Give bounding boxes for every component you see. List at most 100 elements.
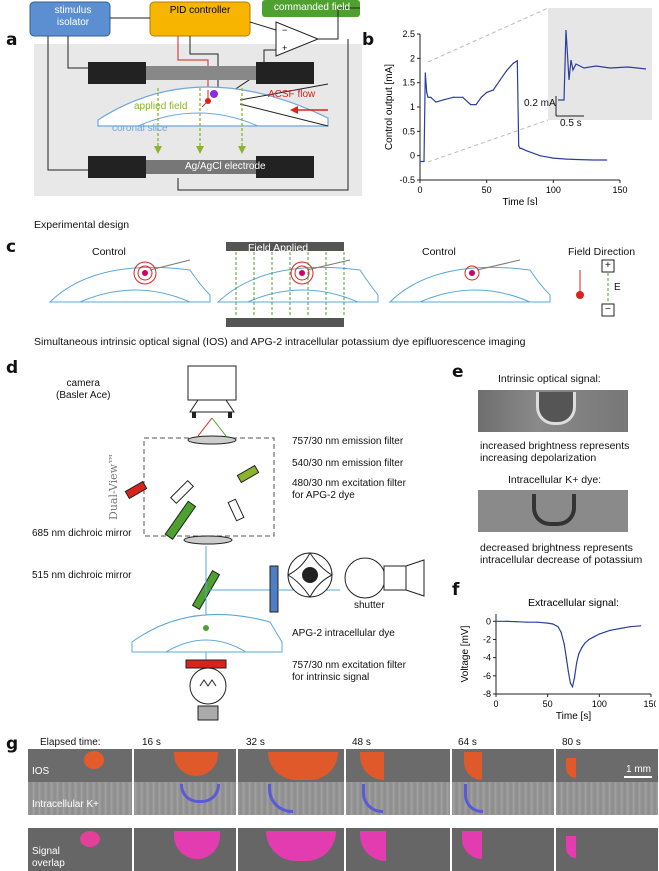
data-point: [519, 147, 521, 149]
data-point: [419, 160, 421, 163]
camera-icon: [187, 365, 237, 401]
panel-label-g: g: [6, 734, 19, 754]
slice-control-2: [388, 259, 551, 303]
data-point: [560, 631, 562, 633]
panel-label-d: d: [6, 358, 19, 378]
data-point: [516, 621, 518, 623]
panel-label-c: c: [6, 237, 17, 257]
x-tick-label: 150: [643, 699, 656, 709]
data-point: [567, 670, 569, 672]
y-tick-label: 0: [410, 151, 415, 161]
commanded-field-label: commanded field: [273, 2, 351, 13]
overlap-blob-0: [80, 831, 100, 847]
data-point: [526, 150, 528, 152]
time-label-48: 48 s: [352, 737, 371, 748]
experimental-design-diagram: [48, 242, 615, 327]
x-tick-label: 100: [592, 699, 607, 709]
y-axis-label: Voltage [mV]: [460, 625, 471, 682]
electrode-label: Ag/AgCl electrode: [185, 161, 266, 172]
time-label-16: 16 s: [142, 737, 161, 748]
data-point: [571, 686, 574, 688]
pid-controller-box: [149, 1, 251, 37]
inset-connector: [427, 7, 549, 63]
data-point: [640, 625, 642, 627]
y-tick-label: -4: [483, 653, 491, 663]
data-point: [539, 155, 541, 157]
apg2-label: APG-2 intracellular dye: [292, 628, 395, 639]
k-title: Intracellular K+ dye:: [508, 474, 602, 486]
stimulus-isolator-box: [29, 1, 111, 37]
ex480-label: 480/30 nm excitation filter for APG-2 dy…: [292, 478, 406, 501]
inset-connector: [427, 119, 549, 163]
scale-bar: [624, 776, 652, 778]
data-point: [563, 643, 565, 645]
x-tick-label: 150: [612, 185, 627, 195]
data-point: [588, 638, 590, 641]
data-point: [579, 158, 581, 161]
acsf-flow-label: ACSF flow: [268, 89, 316, 100]
applied-field-label: applied field: [134, 101, 188, 112]
y-tick-label: -2: [483, 634, 491, 644]
data-point: [606, 159, 608, 161]
data-point: [427, 96, 429, 98]
ios-blob-64: [464, 752, 482, 780]
lamp-icon: [344, 557, 386, 599]
ios-title: Intrinsic optical signal:: [498, 373, 601, 385]
field-direction-icon: [576, 259, 615, 317]
dichroic685-label: 685 nm dichroic mirror: [32, 528, 132, 539]
panel-label-a: a: [6, 30, 18, 50]
time-label-80: 80 s: [562, 737, 581, 748]
panel-label-b: b: [362, 30, 375, 50]
em757-label: 757/30 nm emission filter: [292, 436, 404, 447]
panel-d-optics-diagram: [124, 365, 425, 669]
x-tick-label: 50: [482, 185, 492, 195]
data-point: [573, 677, 576, 679]
y-tick-label: 1: [410, 102, 415, 112]
commanded-field-box: [262, 0, 360, 17]
svg-text:+: +: [282, 43, 287, 53]
data-point: [569, 682, 571, 684]
plus-label: +: [605, 260, 611, 271]
y-tick-label: -0.5: [399, 175, 415, 185]
k-dye-image: [478, 490, 628, 532]
data-point: [443, 99, 445, 101]
data-point: [581, 647, 583, 649]
y-tick-label: 2: [410, 53, 415, 63]
inset-scale-current: 0.2 mA: [524, 98, 556, 109]
elapsed-time-label: Elapsed time:: [40, 737, 101, 748]
data-point: [598, 633, 600, 635]
dichroic515-label: 515 nm dichroic mirror: [32, 570, 132, 581]
data-point: [495, 620, 497, 622]
data-point: [470, 103, 472, 106]
slice-control-1: [48, 259, 211, 303]
y-tick-label: 0: [486, 616, 491, 626]
experimental-design-title: Experimental design: [34, 219, 130, 231]
data-point: [423, 160, 425, 163]
control-label-1: Control: [92, 246, 126, 258]
overlap-blob-80: [566, 836, 576, 858]
data-point: [520, 147, 522, 149]
coronal-slice-label: coronal slice: [112, 123, 168, 134]
control-label-2: Control: [422, 246, 456, 258]
pid-controller-label: PID controller: [169, 5, 231, 16]
data-point: [552, 157, 554, 159]
svg-text:−: −: [282, 25, 287, 35]
data-point: [593, 636, 595, 638]
data-point: [592, 159, 594, 161]
data-point: [505, 620, 507, 622]
inset-panel: [548, 8, 652, 120]
chart-title: Extracellular signal:: [528, 597, 619, 609]
y-tick-label: -6: [483, 671, 491, 681]
overlap-blob-64: [462, 831, 482, 859]
overlap-strip: [28, 828, 658, 871]
y-axis-label: Control output [mA]: [384, 64, 395, 150]
k-caption: decreased brightness represents intracel…: [480, 542, 643, 567]
x-tick-label: 100: [546, 185, 561, 195]
k-strip: [28, 782, 658, 815]
data-point: [576, 662, 578, 664]
data-point: [557, 626, 559, 628]
data-point: [426, 91, 428, 93]
minus-label: −: [605, 304, 611, 315]
data-point: [552, 623, 554, 625]
time-label-32: 32 s: [246, 737, 265, 748]
